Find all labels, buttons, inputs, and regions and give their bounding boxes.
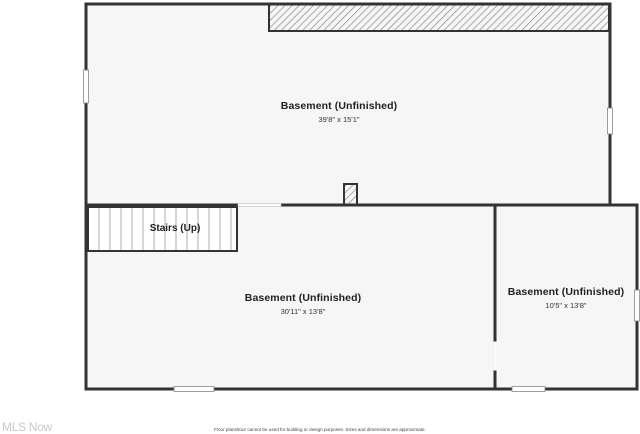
room-name: Basement (Unfinished) xyxy=(507,286,625,298)
windows xyxy=(83,69,640,392)
column-chase xyxy=(343,183,358,206)
room-dimensions: 30'11" x 13'8" xyxy=(280,307,326,316)
hatched-storage-area xyxy=(268,3,610,32)
room-name: Basement (Unfinished) xyxy=(280,100,398,112)
door-opening xyxy=(237,203,282,207)
watermark: MLS Now xyxy=(2,420,52,434)
stairs xyxy=(87,206,238,252)
lower-right-room-floor xyxy=(496,206,637,389)
stairs-label: Stairs (Up) xyxy=(149,223,201,234)
room-dimensions: 39'8" x 15'1" xyxy=(318,115,360,124)
room-name: Basement (Unfinished) xyxy=(244,292,362,304)
upper-room-floor xyxy=(86,4,610,205)
room-label-upper: Basement (Unfinished) 39'8" x 15'1" xyxy=(281,100,397,124)
room-dimensions: 10'5" x 13'8" xyxy=(545,301,587,310)
footer-disclaimer: Floor plans/tour cannot be used for buil… xyxy=(214,427,426,432)
room-label-lower-left: Basement (Unfinished) 30'11" x 13'8" xyxy=(245,292,361,316)
room-label-lower-right: Basement (Unfinished) 10'5" x 13'8" xyxy=(508,286,624,310)
